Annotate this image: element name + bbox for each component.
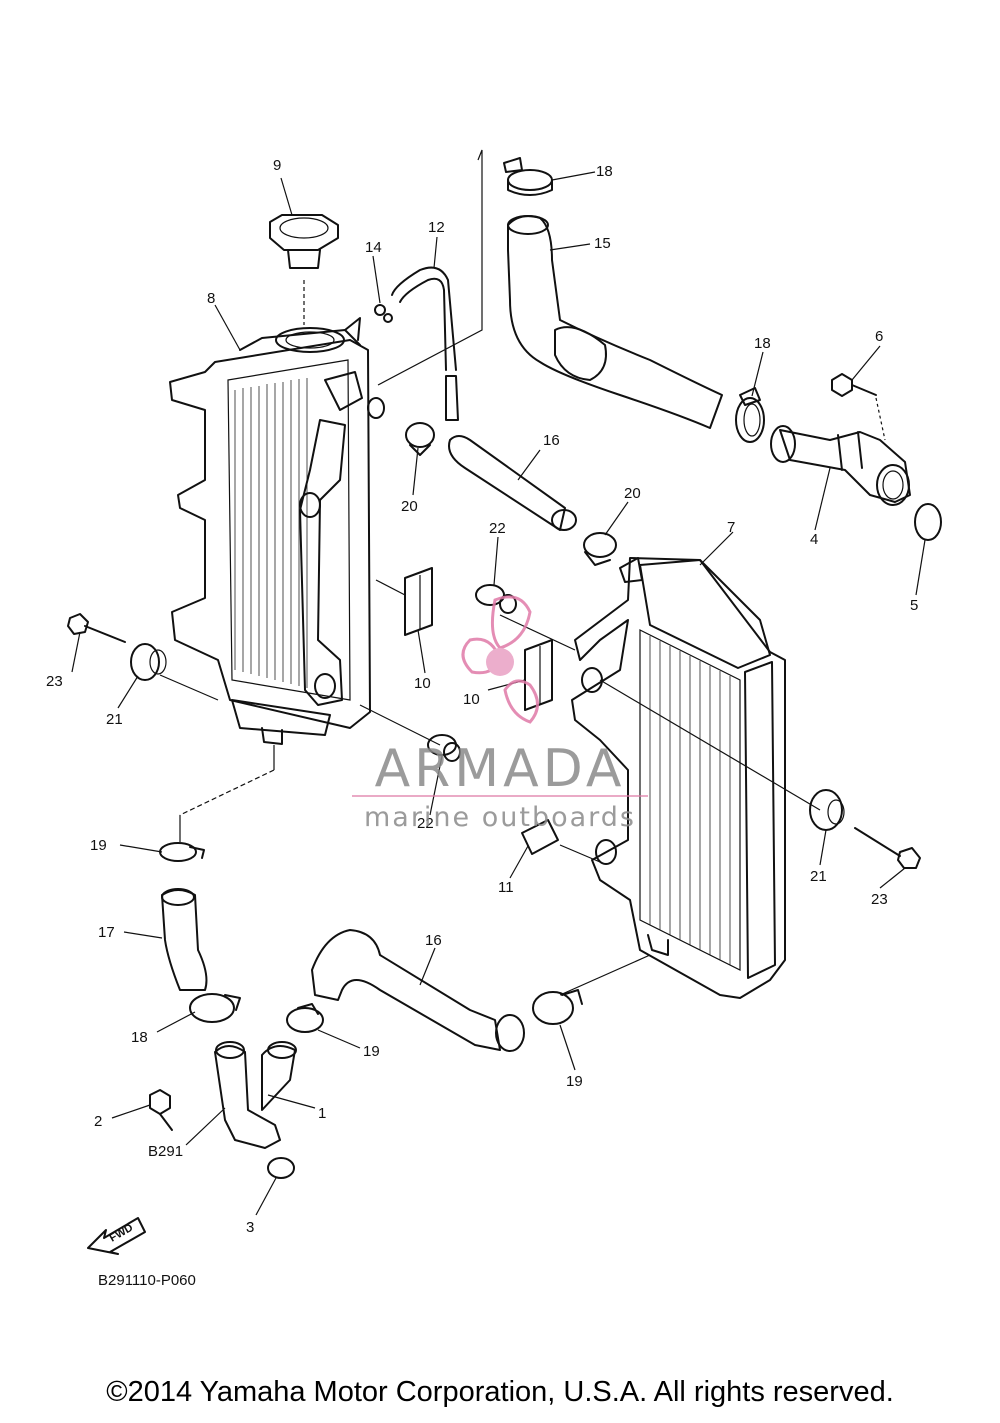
callout-22-bottom: 22 — [417, 815, 434, 832]
callout-21-left: 21 — [106, 711, 123, 728]
callout-18-bottom: 18 — [131, 1029, 148, 1046]
callout-9: 9 — [273, 157, 281, 174]
callout-10-right: 10 — [463, 691, 480, 708]
band-11 — [521, 819, 559, 855]
callout-8: 8 — [207, 290, 215, 307]
callout-4: 4 — [810, 531, 818, 548]
callout-22-top: 22 — [489, 520, 506, 537]
hose-clamp-20-left — [405, 422, 435, 456]
collar-22-top — [475, 584, 517, 614]
copyright-notice: ©2014 Yamaha Motor Corporation, U.S.A. A… — [106, 1376, 894, 1408]
right-radiator — [571, 557, 786, 999]
callout-6: 6 — [875, 328, 883, 345]
callout-20-right: 20 — [624, 485, 641, 502]
callout-2: 2 — [94, 1113, 102, 1130]
callout-14: 15 — [594, 235, 611, 252]
lower-hose-17 — [161, 889, 208, 991]
clip-10-left — [404, 567, 433, 636]
callout-21-right: 21 — [810, 868, 827, 885]
callout-13: 14 — [365, 239, 382, 256]
callout-19-mid: 19 — [363, 1043, 380, 1060]
bolt-6 — [831, 373, 886, 441]
bolt-23-left — [67, 613, 126, 643]
o-ring-5 — [914, 503, 942, 541]
coolant-pipe — [770, 425, 911, 506]
propeller-logo-icon — [461, 595, 539, 724]
callout-19-top: 19 — [90, 837, 107, 854]
hose-clamp-19-top — [159, 842, 205, 862]
callout-18-top: 18 — [596, 163, 613, 180]
fwd-arrow-icon: FWD — [87, 1217, 146, 1255]
fwd-label: FWD — [108, 1222, 136, 1245]
hose-clamp-18-top — [503, 157, 553, 196]
collar-22-bottom — [427, 734, 461, 762]
callout-23-right: 23 — [871, 891, 888, 908]
water-pipe-joint — [214, 1041, 297, 1149]
callout-19-right: 19 — [566, 1073, 583, 1090]
o-ring-3 — [267, 1157, 295, 1179]
callout-11: 11 — [498, 879, 514, 896]
armada-watermark: ARMADA marine outboards — [352, 595, 648, 833]
hose-clamp-19-right — [532, 989, 583, 1025]
lower-hose-16 — [311, 929, 501, 1051]
damper-21-left — [130, 643, 167, 681]
callout-18-right: 18 — [754, 335, 771, 352]
clip-10-right — [524, 639, 553, 711]
radiator-connecting-hose — [448, 435, 566, 531]
callout-5: 5 — [910, 597, 918, 614]
callout-23-left: 23 — [46, 673, 63, 690]
callout-16: 16 — [425, 932, 442, 949]
hose-clamp-19-mid — [286, 1003, 324, 1033]
callout-3: 3 — [246, 1219, 254, 1236]
callout-10-left: 10 — [414, 675, 431, 692]
damper-21-right — [809, 789, 845, 831]
callout-17: 17 — [98, 924, 115, 941]
bolt-23-right — [854, 827, 921, 869]
callout-b291: B291 — [148, 1143, 183, 1160]
diagram-code: B291110-P060 — [98, 1272, 196, 1289]
bolt-2 — [149, 1089, 173, 1131]
callout-numbers: 9 8 14 12 18 15 18 6 4 5 7 16 20 20 22 1… — [46, 157, 918, 1236]
upper-radiator-hose — [507, 215, 723, 429]
hose-clamp-18-bottom — [189, 993, 241, 1023]
hose-clamp-20-right — [583, 532, 617, 566]
hose-clip — [374, 304, 393, 323]
callout-15: 16 — [543, 432, 560, 449]
callout-7: 7 — [727, 519, 735, 536]
leader-lines — [71, 149, 926, 1216]
breather-hose — [391, 266, 457, 371]
radiator-cap — [269, 214, 339, 325]
watermark-brand: ARMADA — [375, 739, 626, 799]
left-radiator — [169, 317, 385, 745]
hose-clamp-18-right — [735, 387, 765, 443]
callout-20-left: 20 — [401, 498, 418, 515]
callout-1: 1 — [318, 1105, 326, 1122]
watermark-tagline: marine outboards — [364, 802, 636, 833]
callout-12: 12 — [428, 219, 445, 236]
